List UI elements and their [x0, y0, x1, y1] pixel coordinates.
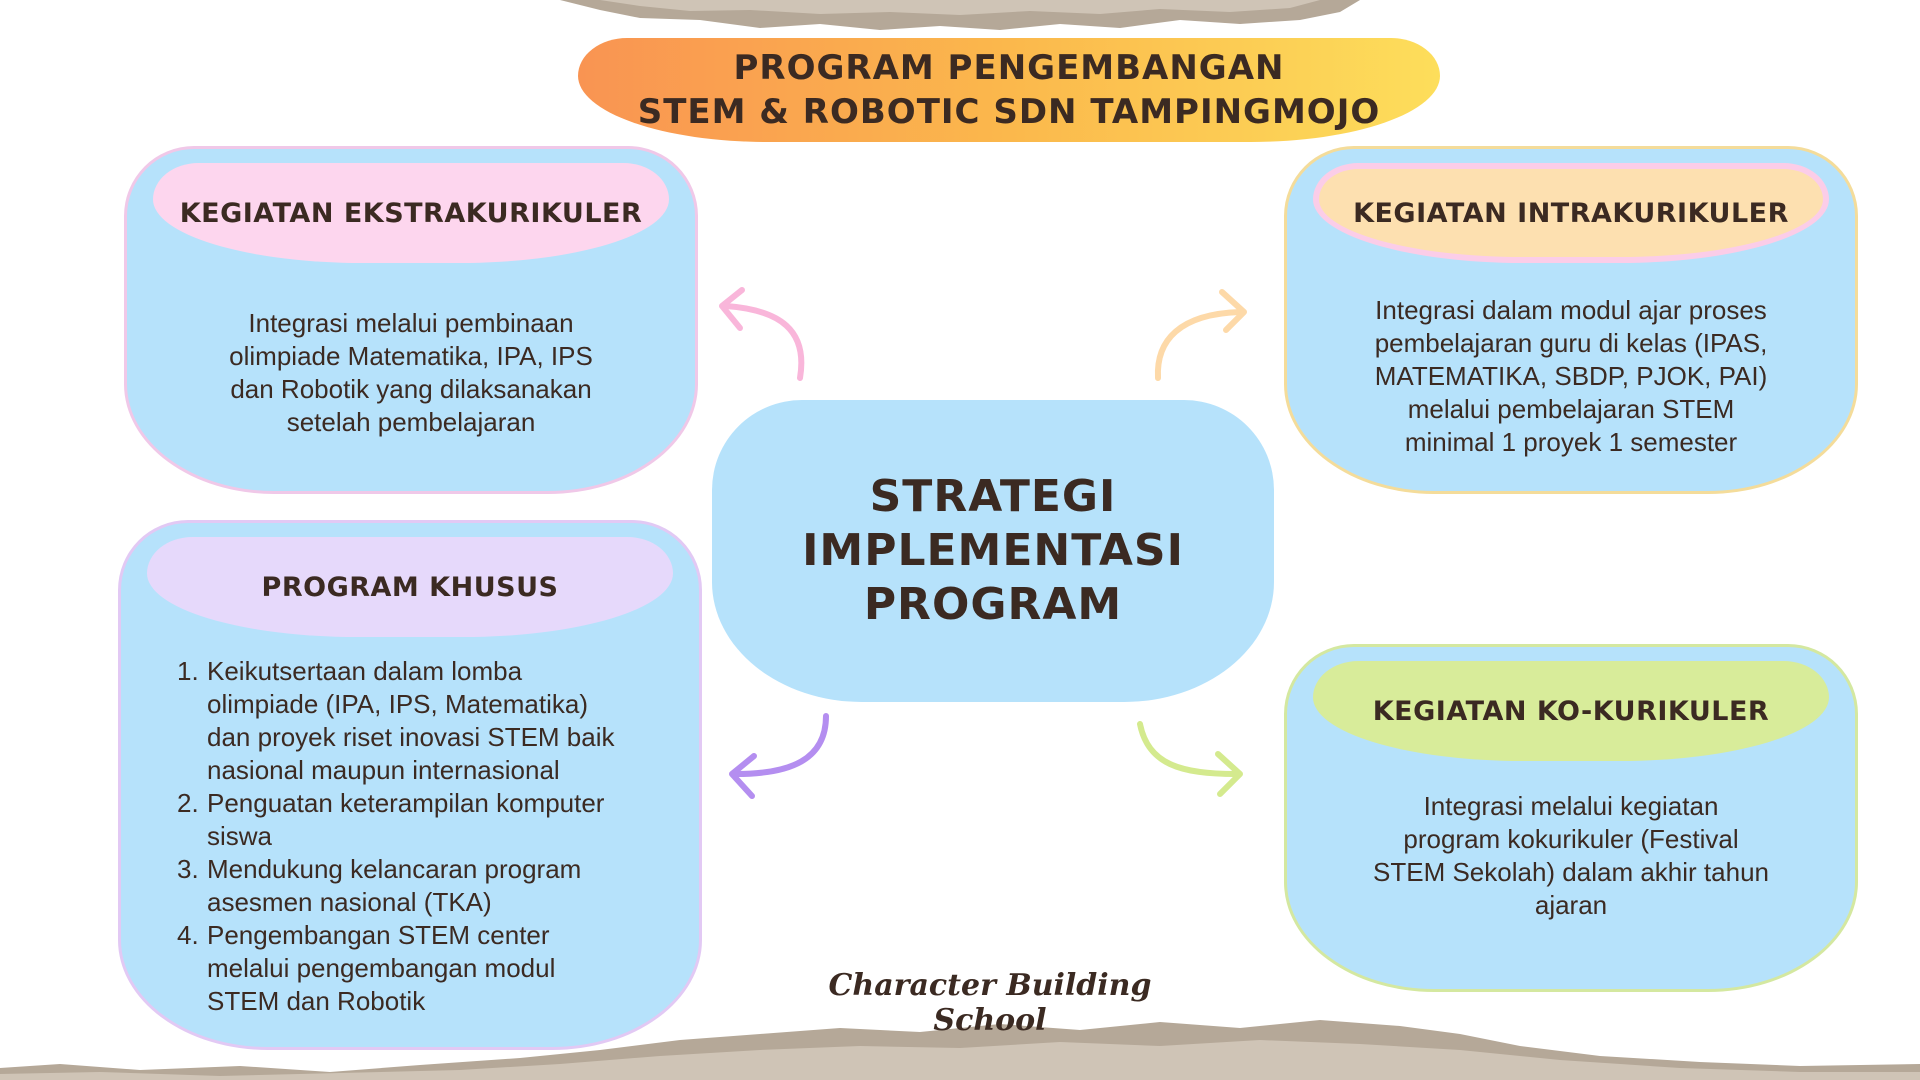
list-item-line: nasional maupun internasional [207, 755, 560, 785]
list-item: 2. Penguatan keterampilan komputer siswa [177, 787, 663, 853]
body-line: STEM Sekolah) dalam akhir tahun [1373, 857, 1769, 887]
list-item-text: Keikutsertaan dalam lomba olimpiade (IPA… [207, 655, 663, 787]
body-line: melalui pembelajaran STEM [1407, 394, 1735, 424]
body-line: MATEMATIKA, SBDP, PJOK, PAI) [1374, 361, 1768, 391]
card-ko-kurikuler-body: Integrasi melalui kegiatan program kokur… [1327, 790, 1815, 922]
list-item: 3. Mendukung kelancaran program asesmen … [177, 853, 663, 919]
body-line: setelah pembelajaran [286, 407, 536, 437]
card-intrakurikuler-header: KEGIATAN INTRAKURIKULER [1313, 163, 1829, 263]
card-intrakurikuler-body: Integrasi dalam modul ajar proses pembel… [1327, 294, 1815, 459]
body-line: minimal 1 proyek 1 semester [1404, 427, 1738, 457]
center-line-3: PROGRAM [863, 579, 1123, 630]
list-item-line: Pengembangan STEM center [207, 920, 550, 950]
list-item-number: 1. [177, 656, 199, 686]
center-line-1: STRATEGI [869, 471, 1117, 522]
list-item: 4. Pengembangan STEM center melalui peng… [177, 919, 663, 1018]
body-line: dan Robotik yang dilaksanakan [230, 374, 592, 404]
card-ekstrakurikuler-header: KEGIATAN EKSTRAKURIKULER [153, 163, 669, 263]
body-line: pembelajaran guru di kelas (IPAS, [1374, 328, 1768, 358]
list-item-line: Mendukung kelancaran program [207, 854, 582, 884]
body-line: Integrasi dalam modul ajar proses [1375, 295, 1767, 325]
list-item-number: 4. [177, 920, 199, 950]
body-line: program kokurikuler (Festival [1403, 824, 1739, 854]
title-line-1: PROGRAM PENGEMBANGAN [733, 48, 1285, 88]
list-item-text: Pengembangan STEM center melalui pengemb… [207, 919, 663, 1018]
footer-tagline: Character Building School [828, 968, 1152, 1038]
card-ko-kurikuler-header: KEGIATAN KO-KURIKULER [1313, 661, 1829, 761]
arrow-to-ekstrakurikuler [719, 287, 805, 381]
list-item-line: siswa [207, 821, 273, 851]
card-program-khusus-header: PROGRAM KHUSUS [147, 537, 673, 637]
body-line: olimpiade Matematika, IPA, IPS [229, 341, 593, 371]
card-ko-kurikuler-heading: KEGIATAN KO-KURIKULER [1372, 695, 1770, 727]
title-banner: PROGRAM PENGEMBANGAN STEM & ROBOTIC SDN … [578, 38, 1440, 142]
center-line-2: IMPLEMENTASI [802, 525, 1184, 576]
list-item-number: 2. [177, 788, 199, 818]
list-item-number: 3. [177, 854, 199, 884]
arrow-to-ko-kurikuler [1137, 721, 1243, 797]
body-line: Integrasi melalui kegiatan [1423, 791, 1719, 821]
list-item-line: Keikutsertaan dalam lomba [207, 656, 523, 686]
title-line-2: STEM & ROBOTIC SDN TAMPINGMOJO [637, 92, 1381, 132]
center-strategy-node: STRATEGI IMPLEMENTASI PROGRAM [712, 400, 1274, 702]
list-item-line: asesmen nasional (TKA) [207, 887, 492, 917]
list-item-line: dan proyek riset inovasi STEM baik [207, 722, 615, 752]
list-item-line: Penguatan keterampilan komputer [207, 788, 605, 818]
card-program-khusus-heading: PROGRAM KHUSUS [261, 571, 559, 603]
torn-paper-top [560, 0, 1360, 30]
card-intrakurikuler: KEGIATAN INTRAKURIKULER Integrasi dalam … [1284, 146, 1858, 494]
list-item-text: Mendukung kelancaran program asesmen nas… [207, 853, 663, 919]
card-program-khusus: PROGRAM KHUSUS 1. Keikutsertaan dalam lo… [118, 520, 702, 1050]
card-ekstrakurikuler-heading: KEGIATAN EKSTRAKURIKULER [179, 197, 643, 229]
card-ekstrakurikuler: KEGIATAN EKSTRAKURIKULER Integrasi melal… [124, 146, 698, 494]
card-ko-kurikuler: KEGIATAN KO-KURIKULER Integrasi melalui … [1284, 644, 1858, 992]
card-intrakurikuler-heading: KEGIATAN INTRAKURIKULER [1353, 197, 1789, 229]
body-line: ajaran [1534, 890, 1608, 920]
list-item: 1. Keikutsertaan dalam lomba olimpiade (… [177, 655, 663, 787]
body-line: Integrasi melalui pembinaan [248, 308, 574, 338]
list-item-line: STEM dan Robotik [207, 986, 426, 1016]
list-item-line: melalui pengembangan modul [207, 953, 556, 983]
torn-paper-bottom [0, 1020, 1920, 1080]
program-khusus-list: 1. Keikutsertaan dalam lomba olimpiade (… [177, 655, 663, 1018]
list-item-line: olimpiade (IPA, IPS, Matematika) [207, 689, 588, 719]
arrow-to-intrakurikuler [1154, 289, 1247, 381]
list-item-text: Penguatan keterampilan komputer siswa [207, 787, 663, 853]
card-ekstrakurikuler-body: Integrasi melalui pembinaan olimpiade Ma… [167, 307, 655, 439]
arrow-to-program-khusus [729, 713, 829, 799]
